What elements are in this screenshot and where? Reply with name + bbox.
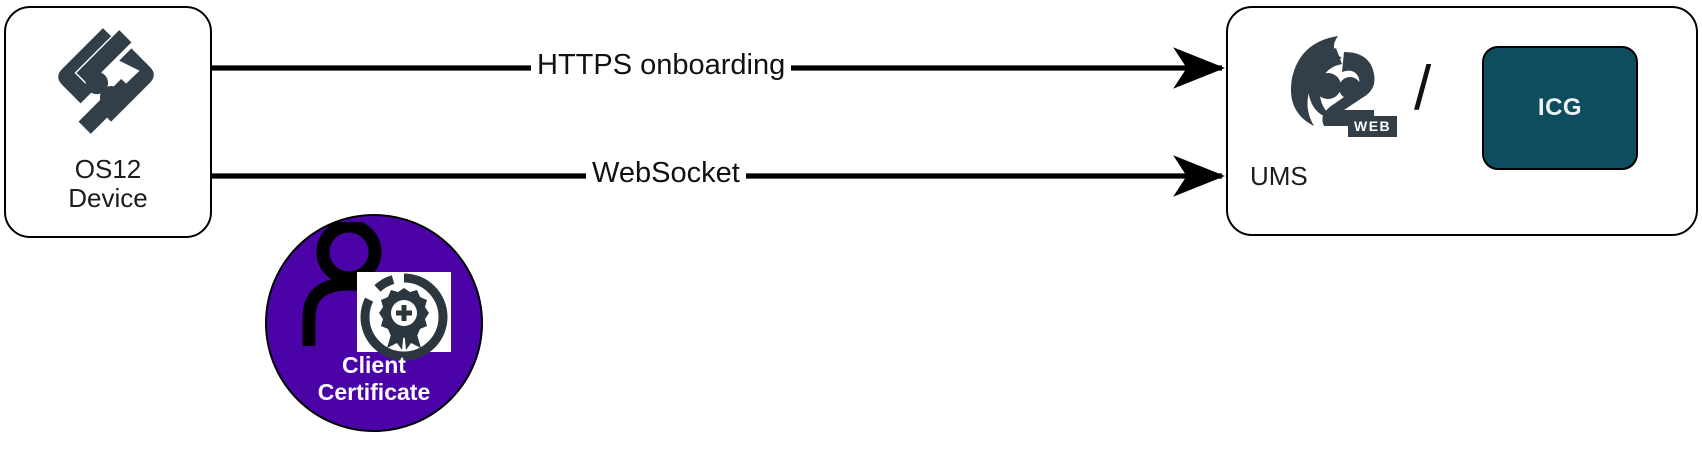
client-certificate-icon bbox=[302, 222, 451, 361]
client-certificate-label: Client Certificate bbox=[317, 352, 431, 405]
edge-label-websocket: WebSocket bbox=[586, 157, 746, 189]
node-ums-label: UMS bbox=[1250, 161, 1308, 191]
icg-box[interactable]: ICG bbox=[1482, 46, 1638, 170]
edge-label-https-onboarding: HTTPS onboarding bbox=[531, 49, 792, 81]
ums-web-logo-icon bbox=[1290, 36, 1375, 126]
node-os12-device-label: OS12 Device bbox=[68, 154, 148, 213]
ignition-device-logo-icon bbox=[58, 28, 154, 134]
logo-separator-slash: / bbox=[1414, 54, 1432, 123]
ums-web-tag-label: WEB bbox=[1348, 116, 1398, 137]
icg-label: ICG bbox=[1537, 94, 1583, 121]
